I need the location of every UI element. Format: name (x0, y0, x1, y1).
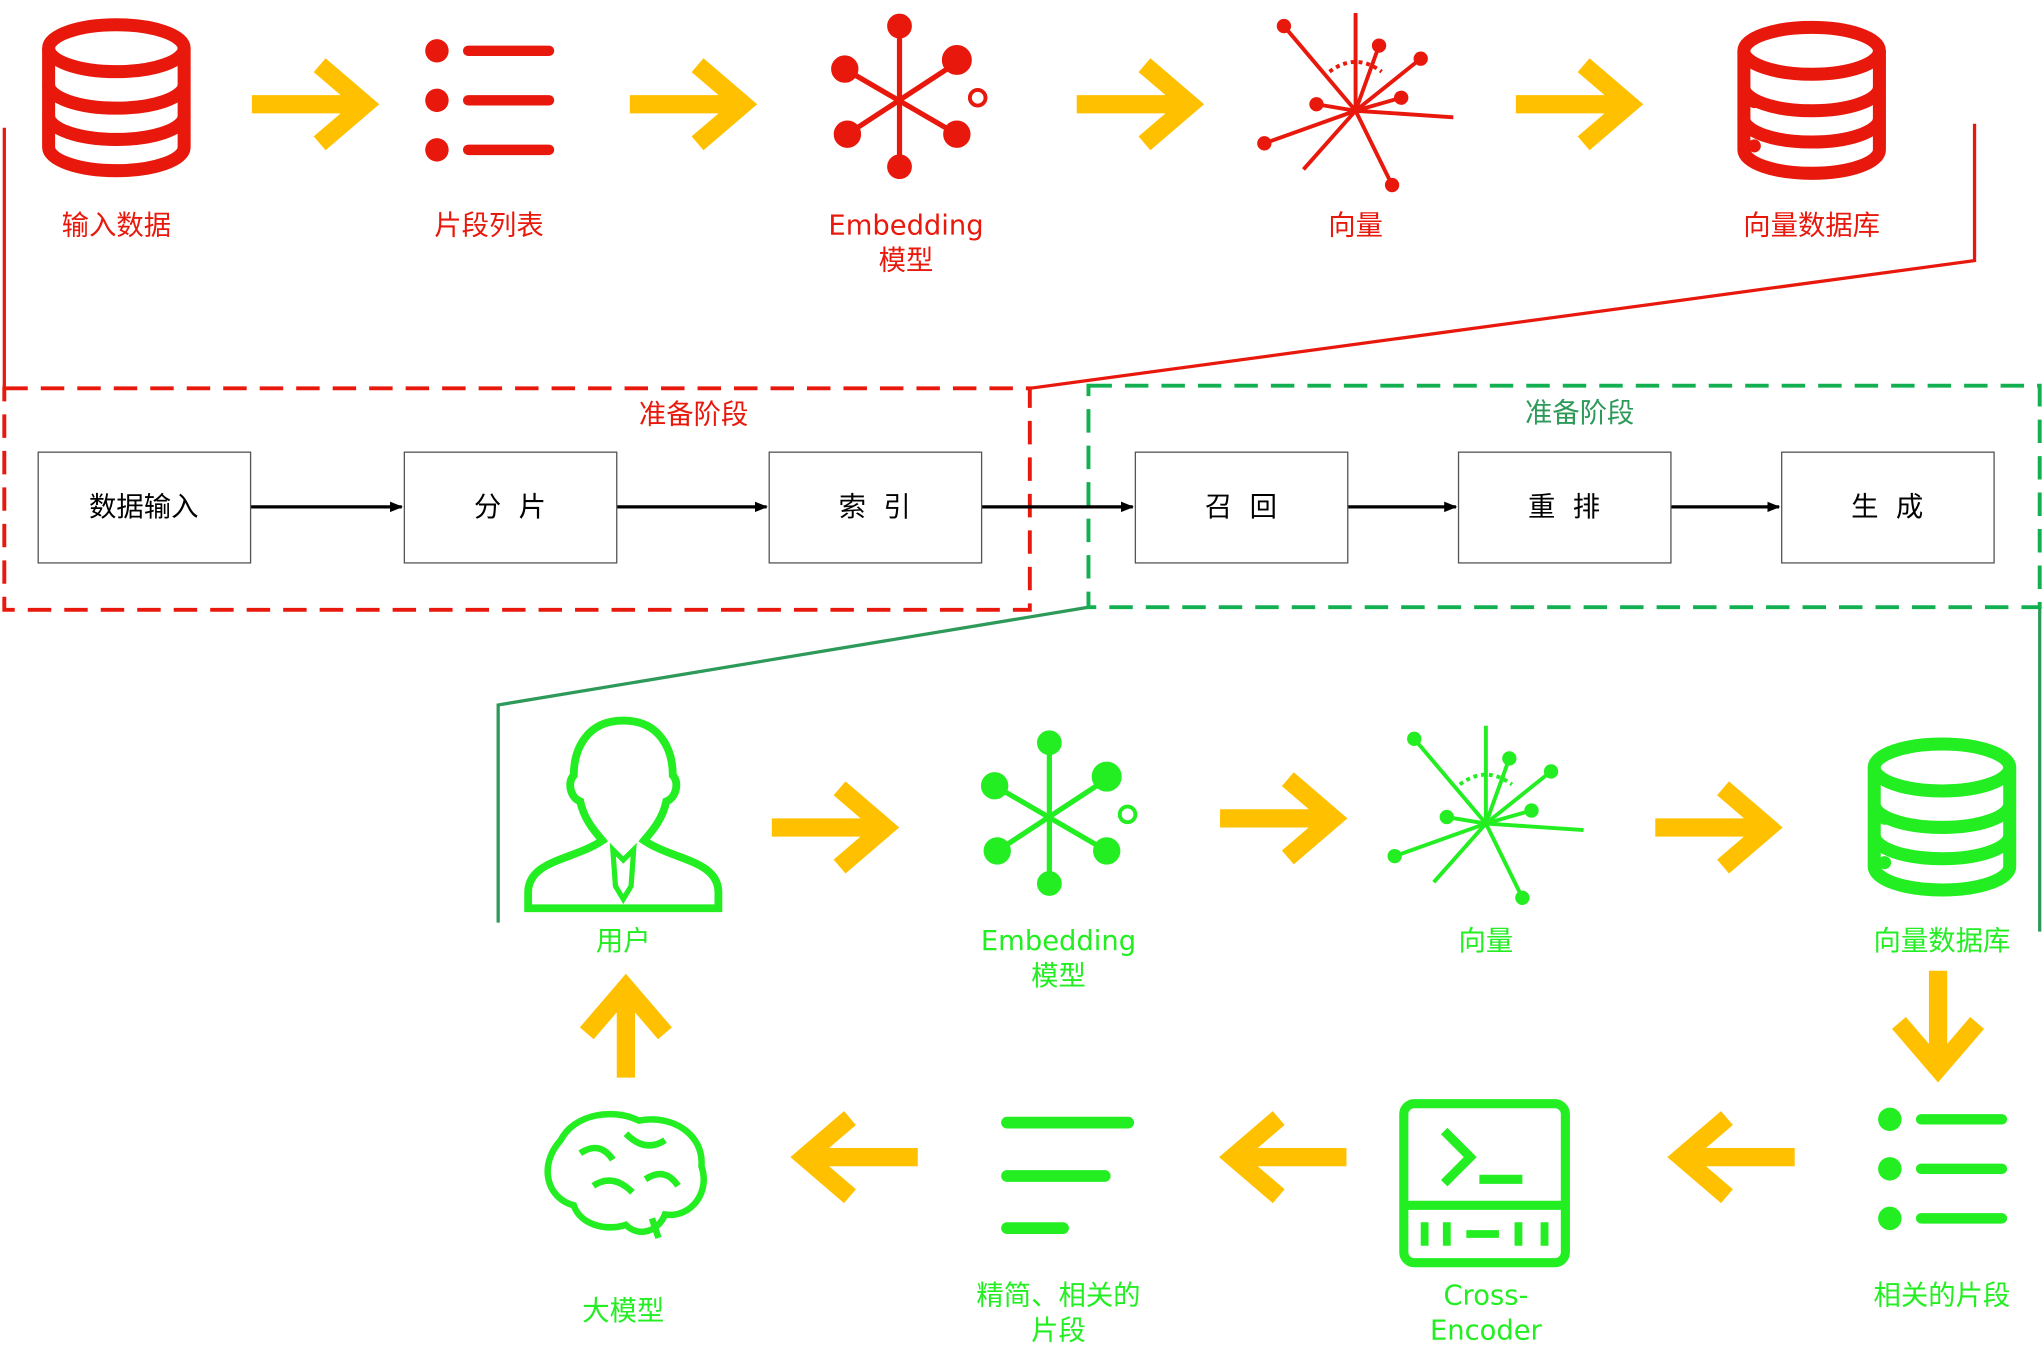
vector-database-icon-green (1874, 744, 2010, 890)
filter-lines-icon (1001, 1116, 1135, 1234)
green-connector-line (496, 605, 2042, 932)
red-connector-line (2, 123, 1977, 390)
step-indexing: 索 引 (768, 451, 983, 564)
prep-stage-frame (2, 386, 1032, 612)
label-vector-green: 向量 (1459, 926, 1514, 957)
label-embedding-model: 模型 (879, 246, 934, 277)
step-rerank: 重 排 (1457, 451, 1672, 564)
label-refined-chunks: 片段 (1031, 1316, 1086, 1347)
retrieve-stage-frame (1086, 383, 2042, 610)
orange-arrows-top (251, 58, 1644, 151)
label-llm: 大模型 (582, 1296, 664, 1327)
label-user: 用户 (596, 926, 651, 957)
terminal-icon (1399, 1099, 1570, 1268)
retrieve-stage-label: 准备阶段 (1525, 398, 1634, 429)
prep-stage-label: 准备阶段 (639, 399, 748, 430)
label-relevant-chunks: 相关的片段 (1874, 1280, 2011, 1311)
user-icon (524, 716, 723, 913)
step-retrieval: 召 回 (1134, 451, 1349, 564)
step-chunking: 分 片 (403, 451, 618, 564)
step-data-input: 数据输入 (37, 451, 252, 564)
brain-icon (544, 1110, 707, 1239)
svg-text:分 片: 分 片 (474, 492, 546, 523)
svg-text:召 回: 召 回 (1205, 492, 1277, 523)
label-chunk-list: 片段列表 (434, 211, 543, 242)
label-embedding: Embedding (828, 211, 983, 242)
vector-database-icon (1744, 27, 1880, 173)
label-refined: 精简、相关的 (976, 1280, 1140, 1311)
embedding-model-icon-green (982, 731, 1136, 895)
label-vector-db: 向量数据库 (1743, 211, 1880, 242)
label-cross: Cross- (1443, 1280, 1528, 1311)
label-embedding-model-green: 模型 (1031, 961, 1086, 992)
embedding-model-icon (832, 14, 986, 178)
label-input-data: 输入数据 (62, 211, 171, 242)
label-encoder: Encoder (1430, 1316, 1543, 1347)
list-icon-green (1878, 1107, 2008, 1231)
label-embedding-green: Embedding (981, 926, 1136, 957)
icon-input-database (49, 25, 185, 171)
vector-icon (1255, 11, 1456, 194)
step-generate: 生 成 (1781, 451, 1995, 564)
svg-text:数据输入: 数据输入 (89, 492, 198, 523)
label-vector-db-green: 向量数据库 (1874, 926, 2011, 957)
list-icon (425, 39, 555, 162)
orange-arrows-bottom (579, 772, 1985, 1204)
vector-icon-green (1386, 723, 1586, 907)
label-vector: 向量 (1328, 211, 1383, 242)
svg-text:索 引: 索 引 (839, 492, 911, 523)
svg-text:生 成: 生 成 (1851, 492, 1923, 523)
svg-text:重 排: 重 排 (1528, 492, 1600, 523)
